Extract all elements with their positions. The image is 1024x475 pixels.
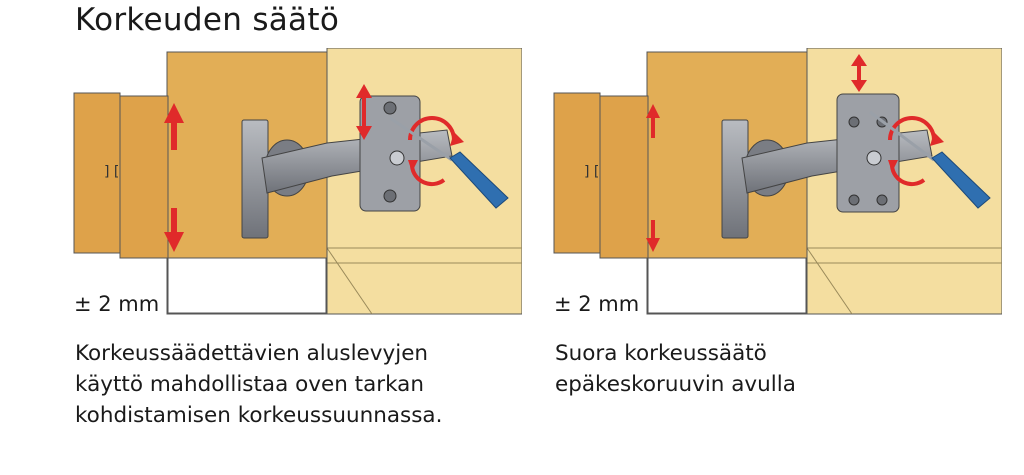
plate-height-arrow-icon xyxy=(851,54,867,92)
height-arrow-down-icon xyxy=(646,220,660,252)
caption-line: epäkeskoruuvin avulla xyxy=(555,372,796,397)
caption-line: käyttö mahdollistaa oven tarkan xyxy=(75,372,424,397)
plate-height-arrow-icon xyxy=(356,84,372,140)
rotate-arrow-icon xyxy=(888,116,936,141)
height-arrow-down-icon xyxy=(164,208,184,252)
door-fragment xyxy=(73,92,121,254)
hinge-cup-plate xyxy=(721,119,749,239)
cabinet-door xyxy=(599,95,649,259)
caption-right: Suora korkeussäätö epäkeskoruuvin avulla xyxy=(555,338,796,400)
hinge-illustration-left: ] [ xyxy=(73,48,522,315)
height-arrow-up-icon xyxy=(646,104,660,138)
caption-line: kohdistamisen korkeussuunnassa. xyxy=(75,403,443,428)
hinge-cup-plate xyxy=(241,119,269,239)
screwdriver-icon xyxy=(869,110,991,209)
screwdriver-icon xyxy=(389,116,509,209)
cabinet-door xyxy=(119,95,169,259)
height-arrow-up-icon xyxy=(164,103,184,150)
dimension-label: ± 2 mm xyxy=(74,292,162,316)
mounting-plate xyxy=(359,95,421,212)
hinge-illustration-right: ] [ xyxy=(553,48,1002,315)
caption-line: Suora korkeussäätö xyxy=(555,341,767,366)
diagram-panel-right: ] [ ± 2 mm xyxy=(552,48,1002,316)
mounting-plate xyxy=(836,93,900,213)
page-title: Korkeuden säätö xyxy=(75,2,340,38)
diagram-panel-left: ] [ ± 2 mm xyxy=(72,48,522,316)
svg-text:] [: ] [ xyxy=(104,164,119,180)
caption-line: Korkeussäädettävien aluslevyjen xyxy=(75,341,429,366)
dimension-label: ± 2 mm xyxy=(554,292,642,316)
svg-text:] [: ] [ xyxy=(584,164,599,180)
caption-left: Korkeussäädettävien aluslevyjen käyttö m… xyxy=(75,338,442,431)
door-fragment xyxy=(553,92,601,254)
